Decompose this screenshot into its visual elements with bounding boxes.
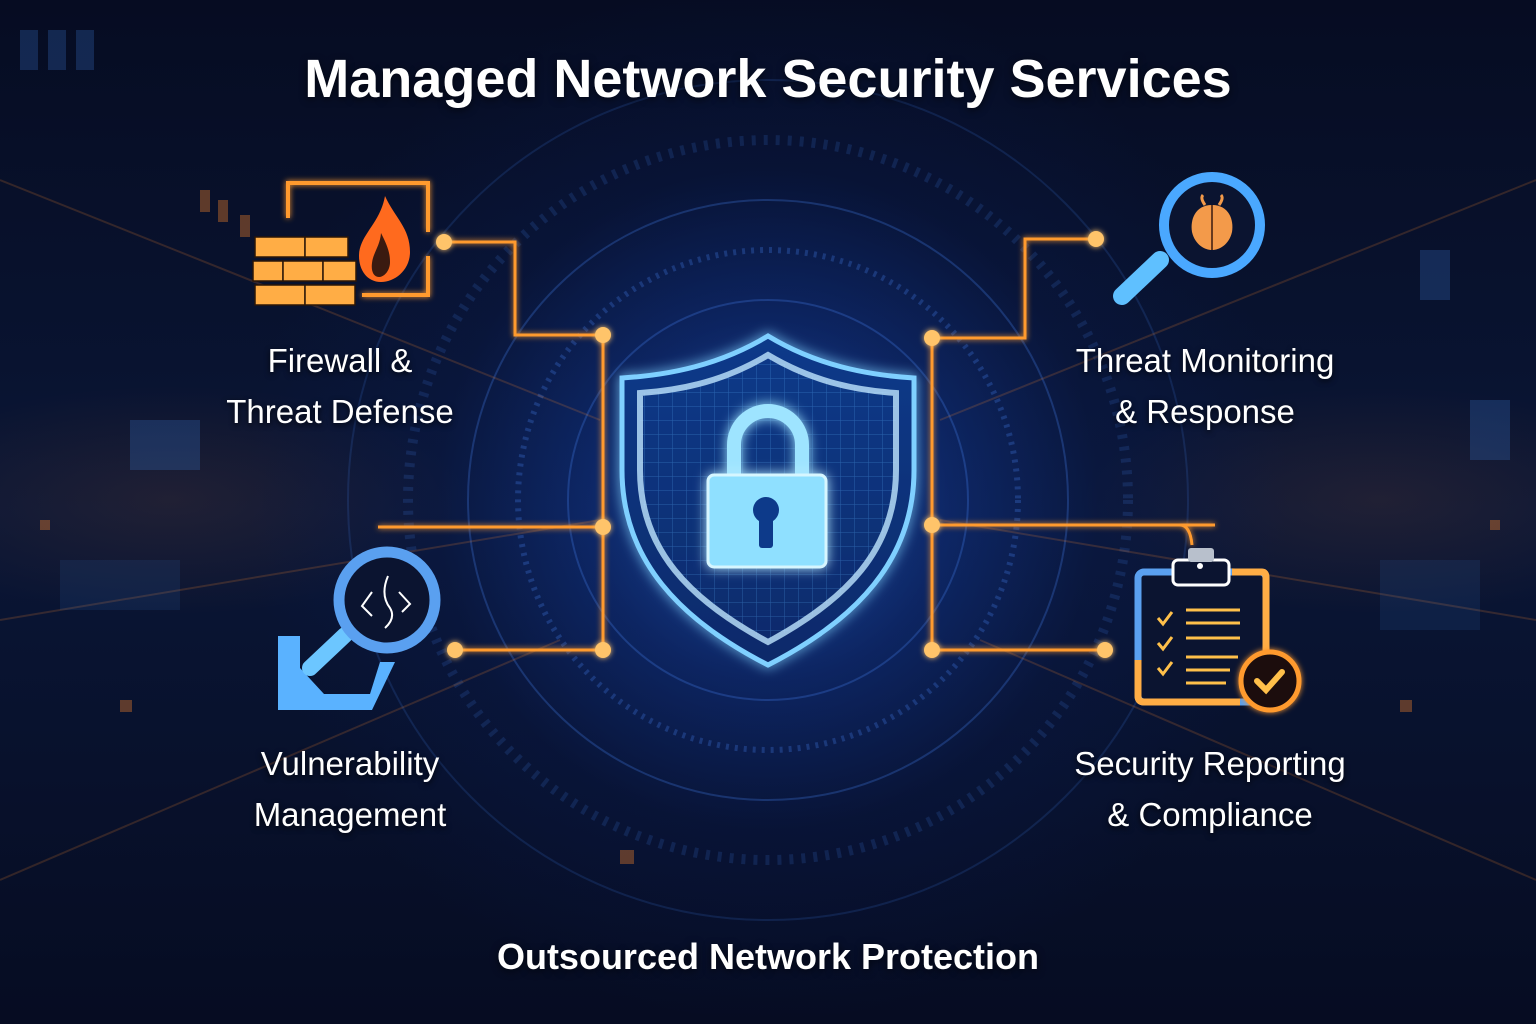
label-line: Management [253, 796, 447, 833]
service-label-vulnerability: Vulnerability Management [200, 738, 500, 840]
label-line: Vulnerability [260, 745, 440, 782]
label-line: Firewall & [267, 342, 413, 379]
label-line: Threat Monitoring [1075, 342, 1335, 379]
label-line: Security Reporting [1074, 745, 1346, 782]
footer-subtitle: Outsourced Network Protection [496, 936, 1040, 977]
page-title: Managed Network Security Services [304, 49, 1232, 109]
label-line: & Response [1115, 393, 1295, 430]
service-label-firewall: Firewall & Threat Defense [190, 335, 490, 437]
label-line: Threat Defense [226, 393, 454, 430]
service-label-reporting: Security Reporting & Compliance [1030, 738, 1390, 840]
service-label-threat-monitoring: Threat Monitoring & Response [1030, 335, 1380, 437]
label-line: & Compliance [1107, 796, 1313, 833]
